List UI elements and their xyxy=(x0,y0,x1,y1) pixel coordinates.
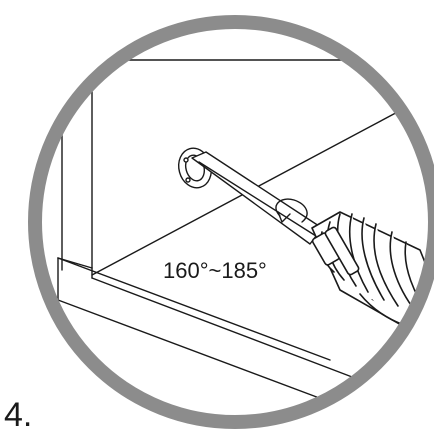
magnified-detail xyxy=(57,59,431,403)
angle-annotation: 160°~185° xyxy=(163,258,267,283)
base-rail xyxy=(57,257,361,403)
step-number: 4. xyxy=(4,396,33,434)
magnifier-ring xyxy=(28,15,434,429)
screwdriver-shaft xyxy=(191,151,323,245)
screwdriver-handle xyxy=(311,211,431,331)
rotation-arrow xyxy=(275,198,308,223)
